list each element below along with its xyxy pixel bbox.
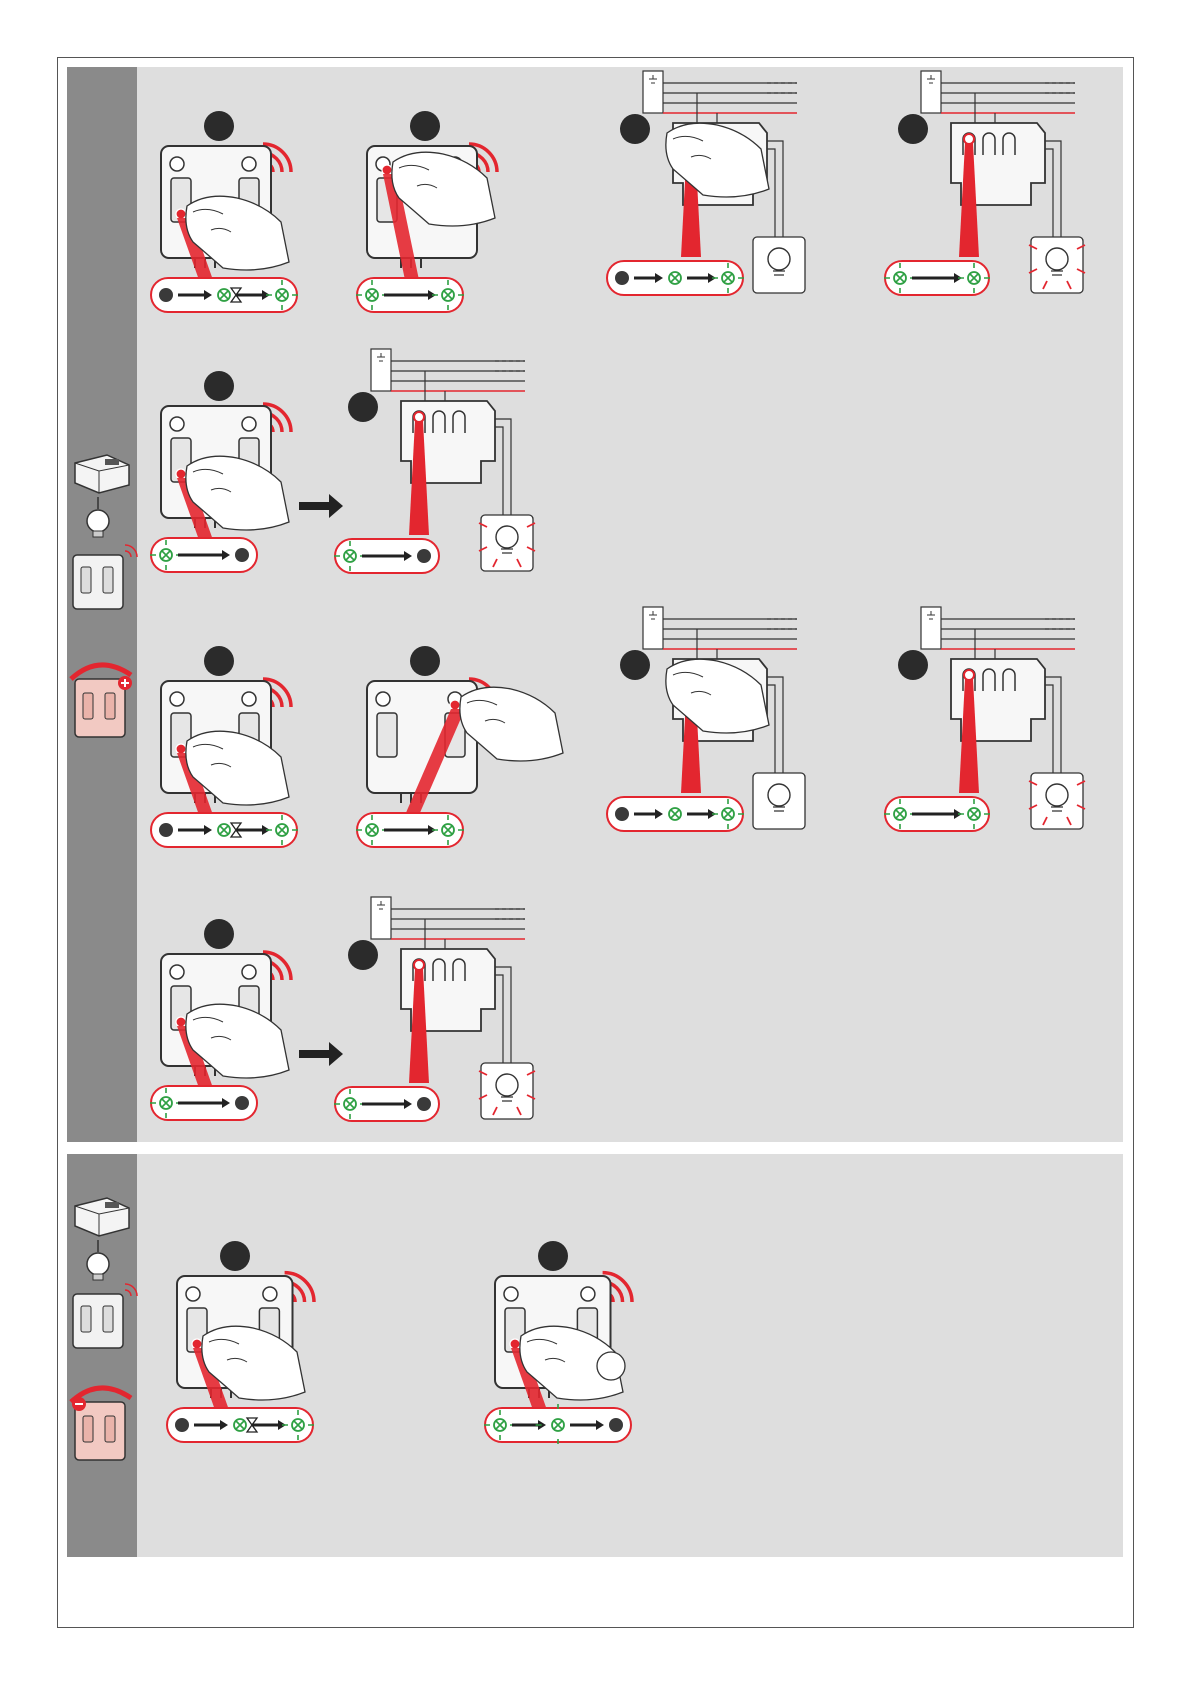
press-point-icon [176,209,186,219]
led-sequence [884,797,990,831]
led-sequence [484,1404,631,1444]
receiver-step [884,607,1085,831]
screw-hole-icon [170,157,184,171]
step-number-badge [348,392,378,422]
step-number-badge [620,650,650,680]
receiver-step [334,897,535,1121]
led-sequence [334,539,439,573]
step-number-badge [204,371,234,401]
led-state-icon [235,548,249,562]
led-state-icon [159,288,173,302]
screw-hole-icon [170,692,184,706]
receiver-step [334,349,535,573]
switch-step [356,111,497,312]
next-arrow-icon [299,494,343,518]
led-state-icon [417,549,431,563]
screw-hole-icon [170,965,184,979]
led-sequence [167,1408,314,1442]
led-sequence [151,278,298,312]
left-rocker[interactable] [377,713,397,757]
led-state-icon [609,1418,623,1432]
press-point-icon [192,1339,202,1349]
screw-hole-icon [376,692,390,706]
led-sequence [151,813,298,847]
switch-step [150,371,343,572]
led-state-icon [669,808,681,820]
screw-hole-icon [581,1287,595,1301]
led-sequence [150,538,257,572]
step-number-badge [538,1241,568,1271]
press-point-icon [176,1017,186,1027]
screw-hole-icon [504,1287,518,1301]
switch-step [151,646,298,847]
led-state-icon [669,272,681,284]
switch-step [150,919,343,1120]
press-point-icon [510,1339,520,1349]
led-state-icon [235,1096,249,1110]
step-number-badge [204,111,234,141]
lamp-icon [1029,773,1085,829]
next-arrow-icon [299,1042,343,1066]
remove-device-panel [67,1154,1123,1557]
lamp-icon [479,1063,535,1119]
led-sequence [356,813,464,847]
screw-hole-icon [242,692,256,706]
add-device-panel [67,67,1123,1142]
led-state-icon [159,823,173,837]
led-state-icon [615,807,629,821]
screw-hole-icon [242,157,256,171]
step-number-badge [410,111,440,141]
release-indicator-icon [597,1352,625,1380]
led-state-icon [175,1418,189,1432]
step-number-badge [204,919,234,949]
screw-hole-icon [242,417,256,431]
lamp-icon [1029,237,1085,293]
step-number-badge [898,114,928,144]
screw-hole-icon [242,965,256,979]
screw-hole-icon [263,1287,277,1301]
remove-device-steps [67,1154,1123,1557]
led-sequence [356,278,464,312]
led-state-icon [234,1419,246,1431]
lamp-icon [753,773,805,829]
step-number-badge [410,646,440,676]
receiver-button-icon[interactable] [414,960,424,970]
led-sequence [150,1086,257,1120]
receiver-button-icon[interactable] [964,670,974,680]
receiver-step [607,607,805,831]
step-number-badge [220,1241,250,1271]
screw-hole-icon [170,417,184,431]
step-number-badge [898,650,928,680]
switch-step [484,1241,632,1444]
step-number-badge [348,940,378,970]
screw-hole-icon [186,1287,200,1301]
press-point-icon [382,165,392,175]
led-state-icon [417,1097,431,1111]
receiver-step [884,71,1085,295]
press-point-icon [176,469,186,479]
led-sequence [884,261,990,295]
led-state-icon [615,271,629,285]
switch-step [356,646,563,847]
press-point-icon [450,700,460,710]
led-state-icon [218,824,230,836]
step-number-badge [204,646,234,676]
led-state-icon [218,289,230,301]
led-sequence [334,1087,439,1121]
lamp-icon [753,237,805,293]
switch-step [151,111,298,312]
press-point-icon [176,744,186,754]
add-device-steps [67,67,1123,1142]
led-sequence [607,797,744,831]
led-sequence [607,261,744,295]
receiver-step [607,71,805,295]
step-number-badge [620,114,650,144]
receiver-button-icon[interactable] [964,134,974,144]
lamp-icon [479,515,535,571]
receiver-button-icon[interactable] [414,412,424,422]
switch-step [167,1241,314,1442]
